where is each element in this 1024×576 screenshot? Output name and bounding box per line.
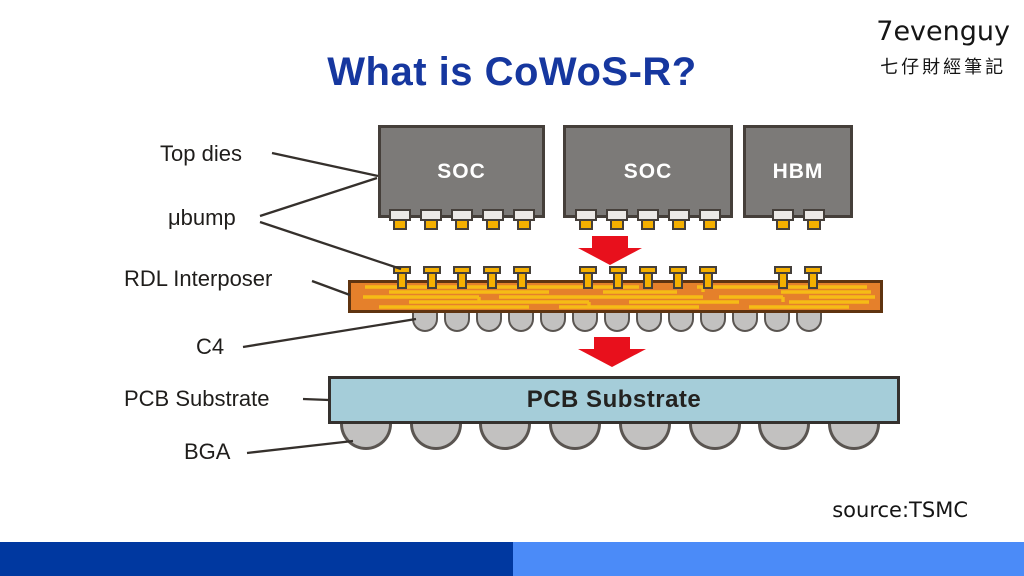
- c4-bump-icon: [668, 313, 694, 332]
- die-hbm: HBM: [743, 125, 853, 230]
- die-soc-1-ubumps: [381, 209, 542, 230]
- rdl-bump-icon: [422, 266, 441, 289]
- c4-bumps-row: [412, 313, 822, 332]
- ubump-icon: [388, 209, 411, 230]
- c4-bump-icon: [764, 313, 790, 332]
- bga-ball-icon: [827, 423, 880, 450]
- bga-ball-icon: [340, 423, 392, 450]
- label-bga: BGA: [184, 439, 231, 464]
- die-soc-2: SOC: [563, 125, 733, 230]
- ubump-icon: [512, 209, 535, 230]
- die-hbm-ubumps: [746, 209, 850, 230]
- leader-line-top-dies: [271, 151, 379, 178]
- c4-bump-icon: [572, 313, 598, 332]
- die-soc-1-label: SOC: [437, 159, 486, 183]
- die-soc-2-label: SOC: [623, 159, 673, 183]
- ubump-icon: [575, 209, 597, 230]
- pcb-substrate: PCB Substrate: [328, 376, 900, 424]
- c4-bump-icon: [604, 313, 630, 332]
- rdl-bump-icon: [392, 266, 411, 289]
- bga-ball-icon: [409, 423, 462, 450]
- bga-ball-icon: [549, 423, 602, 450]
- c4-bump-icon: [540, 313, 566, 332]
- rdl-bump-icon: [669, 266, 687, 289]
- bga-ball-icon: [688, 423, 741, 450]
- rdl-bumps-group-2: [563, 266, 733, 289]
- bga-ball-icon: [479, 423, 532, 450]
- leader-line-ubump-up: [259, 176, 378, 218]
- brand-block: 7evenguy 七仔財經筆記: [876, 16, 1010, 79]
- bga-ball-icon: [758, 423, 811, 450]
- ubump-icon: [637, 209, 659, 230]
- rdl-bumps-group-3: [743, 266, 853, 289]
- die-hbm-label: HBM: [772, 159, 824, 183]
- label-rdl-interposer: RDL Interposer: [124, 266, 273, 291]
- rdl-bump-icon: [452, 266, 471, 289]
- ubump-icon: [699, 209, 721, 230]
- die-soc-2-ubumps: [566, 209, 730, 230]
- c4-bump-icon: [732, 313, 758, 332]
- rdl-bump-icon: [512, 266, 531, 289]
- rdl-bump-icon: [609, 266, 627, 289]
- rdl-bump-icon: [639, 266, 657, 289]
- bga-ball-icon: [618, 423, 671, 450]
- down-arrow-icon: [578, 236, 642, 265]
- c4-bump-icon: [796, 313, 822, 332]
- label-ubump: μbump: [168, 205, 236, 230]
- rdl-traces-icon: [363, 285, 875, 309]
- footer-bar-light: [513, 542, 1024, 576]
- leader-line-bga: [246, 439, 354, 455]
- rdl-bumps-group-1: [378, 266, 545, 289]
- label-c4: C4: [196, 334, 225, 359]
- label-top-dies: Top dies: [160, 141, 242, 166]
- c4-bump-icon: [412, 313, 438, 332]
- c4-bump-icon: [636, 313, 662, 332]
- down-arrow-icon: [578, 337, 646, 367]
- ubump-icon: [668, 209, 690, 230]
- ubump-icon: [606, 209, 628, 230]
- ubump-icon: [771, 209, 794, 230]
- footer-bar-dark: [0, 542, 513, 576]
- ubump-icon: [419, 209, 442, 230]
- leader-line-ubump-down: [259, 220, 402, 271]
- label-pcb-substrate: PCB Substrate: [124, 386, 270, 411]
- page-title: What is CoWoS-R?: [327, 50, 697, 94]
- rdl-bump-icon: [804, 266, 822, 289]
- rdl-bump-icon: [774, 266, 792, 289]
- rdl-bump-icon: [699, 266, 717, 289]
- c4-bump-icon: [476, 313, 502, 332]
- source-credit: source:TSMC: [832, 498, 968, 522]
- c4-bump-icon: [508, 313, 534, 332]
- bga-balls-row: [340, 423, 880, 450]
- die-soc-1: SOC: [378, 125, 545, 230]
- leader-line-rdl: [311, 279, 351, 297]
- c4-bump-icon: [444, 313, 470, 332]
- rdl-bump-icon: [579, 266, 597, 289]
- ubump-icon: [802, 209, 825, 230]
- rdl-bump-icon: [482, 266, 501, 289]
- ubump-icon: [450, 209, 473, 230]
- pcb-substrate-label: PCB Substrate: [526, 386, 702, 413]
- c4-bump-icon: [700, 313, 726, 332]
- brand-name: 7evenguy: [876, 16, 1010, 47]
- ubump-icon: [481, 209, 504, 230]
- leader-line-c4: [242, 317, 417, 349]
- brand-subtitle: 七仔財經筆記: [880, 57, 1007, 78]
- leader-line-pcb: [302, 397, 330, 402]
